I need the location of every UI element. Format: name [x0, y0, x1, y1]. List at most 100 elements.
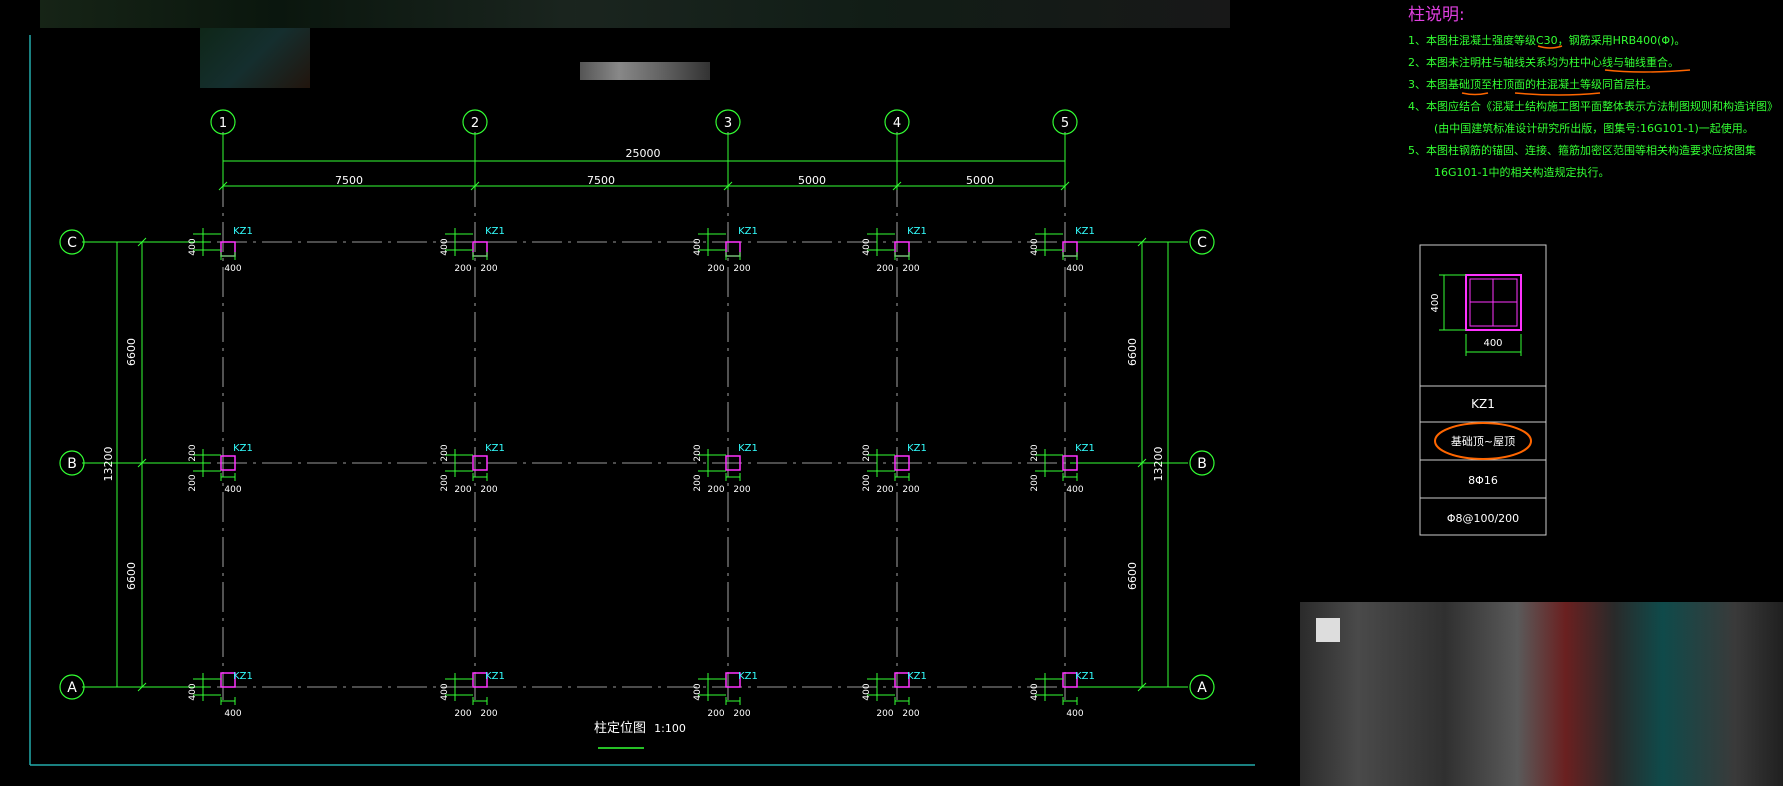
- column-tag: KZ1: [907, 671, 927, 682]
- column-tag: KZ1: [738, 226, 758, 237]
- obscured-title-block: [580, 62, 710, 80]
- column-tag: KZ1: [907, 226, 927, 237]
- axis-bubble-left-B: B: [59, 450, 85, 476]
- obscured-region-bottom-right-accent: [1316, 618, 1340, 642]
- col-dim-v2: 200: [1030, 474, 1040, 491]
- notes-title: 柱说明:: [1408, 5, 1465, 25]
- column-kz1-b4: KZ1 200 200 200 200: [862, 443, 927, 495]
- axis-bubble-right-A: A: [1189, 674, 1215, 700]
- col-dim-h: 400: [1066, 264, 1083, 274]
- column-schedule: 400 400 KZ1 基础顶~屋顶 8Φ16 Φ8@100/200: [1419, 244, 1547, 536]
- section-detail: [1439, 274, 1522, 356]
- col-dim-v: 400: [440, 238, 450, 255]
- schedule-stirrup: Φ8@100/200: [1447, 512, 1519, 525]
- row-span-right-2: 6600: [1126, 562, 1139, 590]
- note-line-2: 2、本图未注明柱与轴线关系均为柱中心线与轴线重合。: [1408, 56, 1679, 69]
- axis-bubble-5: 5: [1052, 109, 1078, 156]
- axis-bubble-right-C: C: [1189, 229, 1215, 255]
- axis-bubble-4: 4: [884, 109, 910, 156]
- column-tag: KZ1: [233, 443, 253, 454]
- span-label-4: 5000: [966, 174, 994, 187]
- dimension-lines: 6600 6600 13200 6600 6600 13200: [82, 156, 1188, 692]
- note-line-6: 5、本图柱钢筋的锚固、连接、箍筋加密区范围等相关构造要求应按图集: [1408, 144, 1756, 157]
- column-tag: KZ1: [485, 226, 505, 237]
- col-dim-h1: 200: [454, 485, 471, 495]
- col-dim-h1: 200: [876, 485, 893, 495]
- column-kz1-b1: KZ1 200 200 400: [188, 443, 253, 495]
- note-line-5: (由中国建筑标准设计研究所出版，图集号:16G101-1)一起使用。: [1434, 122, 1754, 135]
- col-dim-v1: 200: [188, 444, 198, 461]
- axis-letter: C: [67, 235, 77, 251]
- row-span-left-1: 6600: [125, 338, 138, 366]
- span-label-2: 7500: [587, 174, 615, 187]
- column-kz1-a4: KZ1 400 200 200: [862, 671, 927, 719]
- col-dim-h2: 200: [733, 485, 750, 495]
- axis-number: 5: [1061, 116, 1069, 131]
- col-dim-h2: 200: [902, 485, 919, 495]
- column-kz1-c2: KZ1 400 200 200: [440, 226, 505, 274]
- obscured-region-top-left: [200, 28, 310, 88]
- column-kz1-a1: KZ1 400 400: [188, 671, 253, 719]
- col-dim-h2: 200: [902, 709, 919, 719]
- axis-bubble-left-C: C: [59, 229, 85, 255]
- axis-bubble-right-B: B: [1189, 450, 1215, 476]
- col-dim-h: 400: [1066, 485, 1083, 495]
- axis-bubble-3: 3: [715, 109, 741, 156]
- col-dim-v: 400: [1030, 683, 1040, 700]
- col-dim-h: 400: [224, 709, 241, 719]
- column-tag: KZ1: [1075, 443, 1095, 454]
- row-span-right-1: 6600: [1126, 338, 1139, 366]
- col-dim-v1: 200: [1030, 444, 1040, 461]
- col-dim-v: 400: [693, 683, 703, 700]
- column-tag: KZ1: [738, 443, 758, 454]
- row-span-left-2: 6600: [125, 562, 138, 590]
- col-dim-v: 400: [693, 238, 703, 255]
- section-dim-horizontal: 400: [1483, 338, 1502, 349]
- drawing-scale: 1:100: [654, 722, 686, 735]
- span-label-3: 5000: [798, 174, 826, 187]
- axis-number: 3: [724, 116, 732, 131]
- axis-letter: B: [67, 456, 77, 472]
- column-tag: KZ1: [233, 226, 253, 237]
- row-total-left: 13200: [102, 447, 115, 482]
- axis-letter: A: [1197, 680, 1207, 696]
- col-dim-h1: 200: [876, 709, 893, 719]
- col-dim-h: 400: [224, 485, 241, 495]
- col-dim-h2: 200: [480, 264, 497, 274]
- column-tag: KZ1: [233, 671, 253, 682]
- column-kz1-b5: KZ1 200 200 400: [1030, 443, 1095, 495]
- col-dim-h: 400: [1066, 709, 1083, 719]
- col-dim-v1: 200: [693, 444, 703, 461]
- col-dim-v1: 200: [862, 444, 872, 461]
- total-dimension-label: 25000: [626, 147, 661, 160]
- col-dim-h1: 200: [454, 264, 471, 274]
- col-dim-h: 400: [224, 264, 241, 274]
- col-dim-h2: 200: [733, 264, 750, 274]
- drawing-frame: [29, 35, 1255, 766]
- col-dim-h2: 200: [733, 709, 750, 719]
- col-dim-h1: 200: [707, 709, 724, 719]
- col-dim-v2: 200: [862, 474, 872, 491]
- column-tag: KZ1: [485, 671, 505, 682]
- column-tag: KZ1: [485, 443, 505, 454]
- col-dim-v: 400: [188, 683, 198, 700]
- col-dim-h2: 200: [480, 709, 497, 719]
- col-dim-v: 400: [862, 683, 872, 700]
- col-dim-v1: 200: [440, 444, 450, 461]
- schedule-column-name: KZ1: [1471, 397, 1495, 411]
- column-tag: KZ1: [907, 443, 927, 454]
- axis-letter: A: [67, 680, 77, 696]
- row-total-right: 13200: [1152, 447, 1165, 482]
- obscured-region-bottom-right: [1300, 602, 1783, 786]
- axis-letter: B: [1197, 456, 1207, 472]
- col-dim-v2: 200: [440, 474, 450, 491]
- column-tag: KZ1: [738, 671, 758, 682]
- col-dim-v2: 200: [188, 474, 198, 491]
- axis-number: 2: [471, 116, 479, 131]
